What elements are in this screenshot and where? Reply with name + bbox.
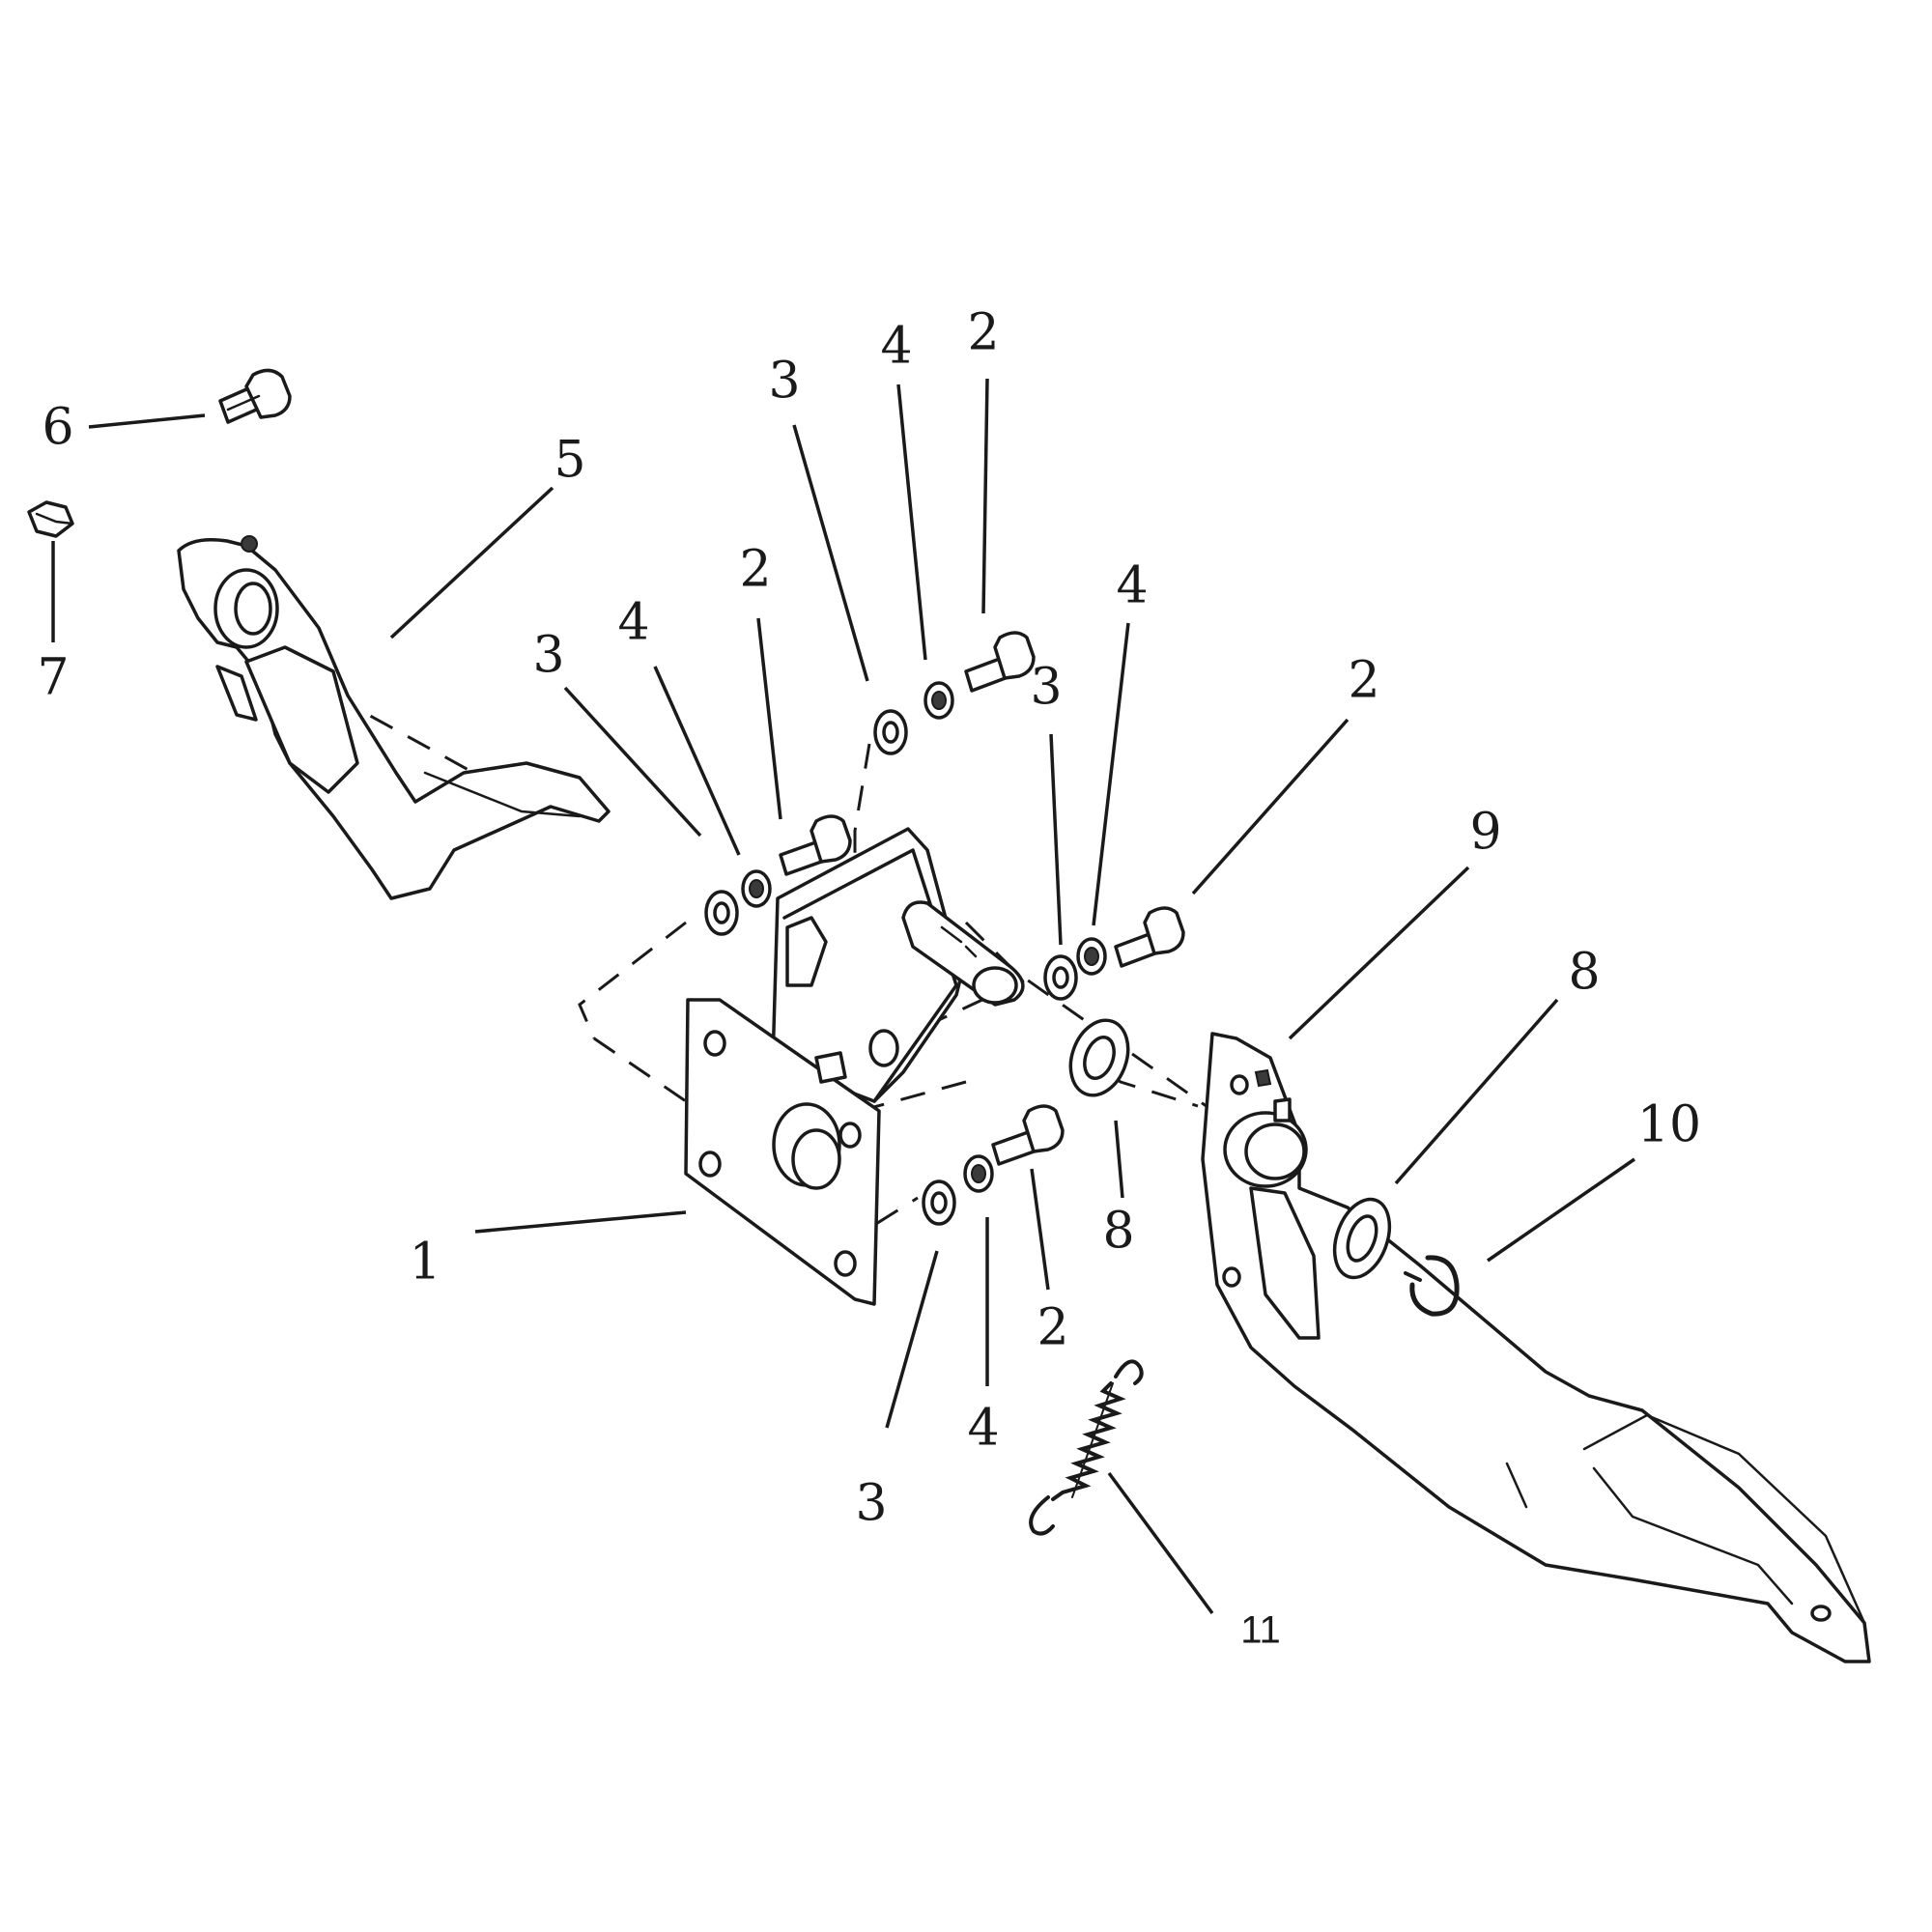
callout-3-bottom: 3	[855, 1475, 887, 1533]
callout-4-bottom: 4	[967, 1400, 999, 1458]
clutch-pedal-arm	[177, 535, 611, 900]
leader-4b	[896, 384, 927, 661]
leader-9	[1288, 866, 1470, 1040]
lock-washer-right	[1076, 937, 1107, 976]
callout-3-left: 3	[532, 627, 564, 685]
flat-washer-upper-center	[873, 709, 908, 755]
leader-11	[1107, 1471, 1214, 1615]
bolt-left	[779, 814, 852, 876]
leader-3b	[792, 424, 869, 682]
bolt-part-6	[218, 368, 292, 424]
leader-5	[389, 486, 554, 639]
callout-4-top: 4	[880, 318, 912, 376]
callout-3-top: 3	[768, 353, 800, 411]
leader-lines	[51, 378, 1635, 1615]
callout-2-top: 2	[967, 304, 999, 362]
flat-washer-right	[1043, 954, 1078, 1001]
leader-2c	[1191, 718, 1350, 895]
callout-7: 7	[37, 649, 69, 707]
brake-pedal-arm	[1201, 1032, 1871, 1663]
leader-10	[1487, 1157, 1635, 1263]
flat-washer-left	[704, 890, 739, 936]
callout-4-right: 4	[1116, 557, 1148, 615]
leader-4c	[1092, 622, 1130, 926]
callout-8-center: 8	[1102, 1203, 1134, 1261]
large-washer-center	[1068, 1018, 1130, 1097]
callout-labels: 1 6 7 5 3 4 2 3 4 2 3 4 2 9 8 8 10 3 4 2…	[37, 304, 1701, 1652]
callout-10: 10	[1637, 1096, 1701, 1154]
callout-9: 9	[1469, 804, 1501, 862]
large-washer-right	[1332, 1197, 1392, 1280]
lock-washer-lower	[963, 1154, 994, 1193]
callout-2-bottom: 2	[1037, 1299, 1068, 1357]
leader-3c	[1049, 733, 1063, 946]
flat-washer-lower	[922, 1179, 956, 1226]
leader-4a	[653, 666, 741, 856]
callout-2-right: 2	[1348, 652, 1379, 710]
callout-11: 11	[1240, 1609, 1281, 1652]
fasteners	[704, 631, 1185, 1226]
callout-8-right: 8	[1568, 944, 1600, 1002]
leader-2a	[756, 617, 782, 820]
leader-1	[474, 1210, 687, 1234]
callout-3-right: 3	[1030, 659, 1062, 717]
callout-5: 5	[554, 432, 585, 490]
leader-3d	[885, 1250, 939, 1429]
lock-washer-upper-center	[923, 681, 954, 720]
callout-4-left: 4	[617, 594, 649, 652]
callout-1: 1	[409, 1234, 440, 1292]
leader-2b	[981, 378, 989, 614]
leader-2d	[1030, 1168, 1050, 1291]
callout-2-left: 2	[739, 541, 771, 599]
leader-8b	[1394, 998, 1559, 1185]
leader-6	[88, 413, 206, 429]
circlip	[1404, 1255, 1460, 1317]
lock-washer-left	[741, 869, 772, 908]
bolt-upper-center	[964, 631, 1036, 693]
mounting-bracket	[684, 827, 1025, 1306]
leader-3a	[563, 686, 702, 838]
return-spring	[1029, 1359, 1144, 1536]
nut-part-7	[27, 500, 74, 538]
leader-8a	[1114, 1120, 1124, 1199]
bolt-lower	[991, 1104, 1065, 1166]
callout-6: 6	[42, 399, 73, 457]
bolt-right	[1114, 906, 1185, 968]
